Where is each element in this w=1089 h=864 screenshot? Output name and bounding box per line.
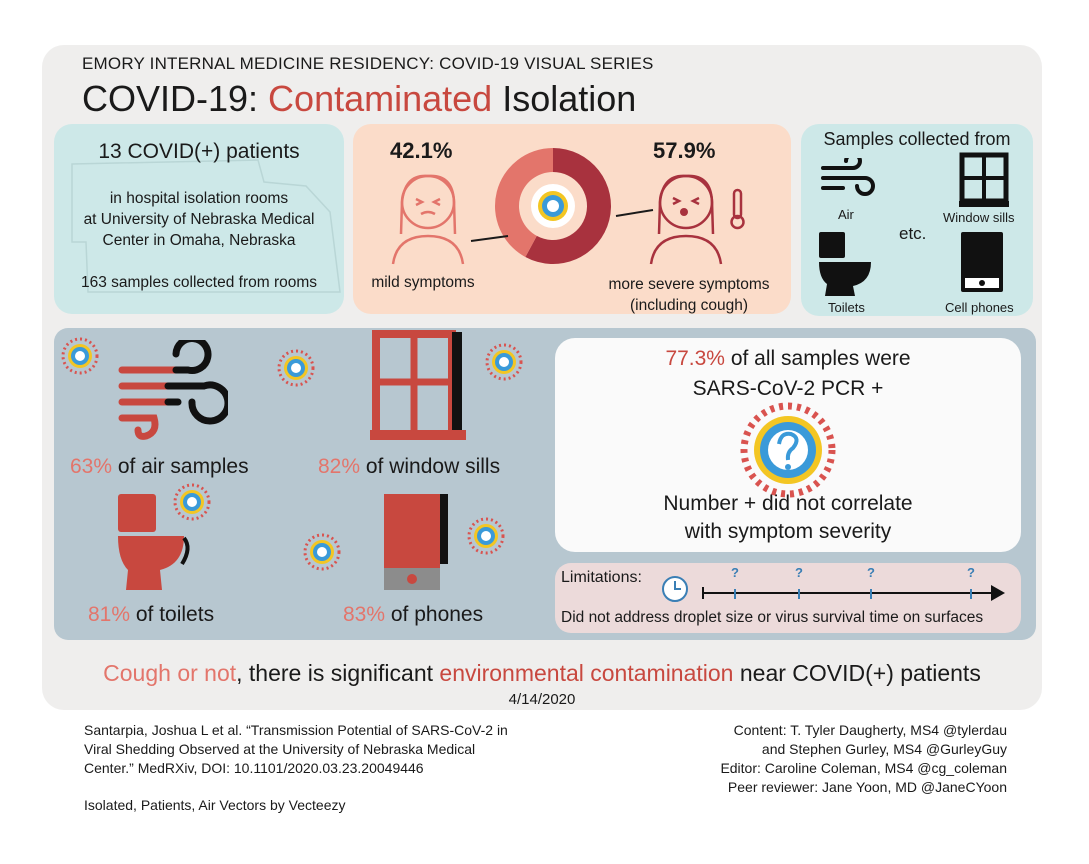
mild-patient-icon xyxy=(391,174,465,265)
mild-label: mild symptoms xyxy=(371,274,475,291)
timeline-arrow xyxy=(702,585,1005,601)
limitations-card: Limitations: ? ? ? ? Did not address dro… xyxy=(555,563,1021,633)
air-icon xyxy=(821,158,875,196)
citation: Santarpia, Joshua L et al. “Transmission… xyxy=(84,722,508,776)
mild-percent: 42.1% xyxy=(390,138,453,163)
mild-leader-line xyxy=(470,235,509,242)
question-mark: ? xyxy=(731,565,739,580)
symptoms-panel: 42.1% 57.9% mild symptoms more xyxy=(353,124,791,314)
severe-label: more severe symptoms(including cough) xyxy=(608,276,770,314)
correlation-text: Number + did not correlate with symptom … xyxy=(663,492,913,543)
limitations-text: Did not address droplet size or virus su… xyxy=(561,609,984,626)
window-label: Window sills xyxy=(943,210,1015,225)
summary-card: 77.3% of all samples were SARS-CoV-2 PCR… xyxy=(555,338,1021,552)
samples-collected-panel: Samples collected from Air Window sills … xyxy=(801,124,1033,316)
toilet-result: 81% of toilets xyxy=(88,603,215,626)
window-icon xyxy=(959,152,1009,207)
severe-patient-icon xyxy=(649,174,745,265)
clock-icon xyxy=(662,576,688,602)
study-panel: 13 COVID(+) patients in hospital isolati… xyxy=(54,124,344,314)
series-title: EMORY INTERNAL MEDICINE RESIDENCY: COVID… xyxy=(82,54,654,73)
date: 4/14/2020 xyxy=(508,691,576,708)
question-mark: ? xyxy=(795,565,803,580)
virus-icon xyxy=(485,343,523,381)
virus-icon xyxy=(531,184,575,228)
window-result: 82% of window sills xyxy=(318,455,501,478)
question-mark: ? xyxy=(867,565,875,580)
question-mark: ? xyxy=(967,565,975,580)
summary-text: 77.3% of all samples were SARS-CoV-2 PCR… xyxy=(665,347,911,400)
air-label: Air xyxy=(838,207,854,222)
phones-label: Cell phones xyxy=(945,300,1014,315)
air-result: 63% of air samples xyxy=(70,455,249,478)
toilet-icon xyxy=(819,232,871,296)
severe-leader-line xyxy=(615,209,654,217)
mild-slice xyxy=(495,148,553,258)
phone-result: 83% of phones xyxy=(343,603,484,626)
symptom-donut-chart xyxy=(470,148,654,264)
large-virus-icon xyxy=(740,402,836,498)
page-title: COVID-19: Contaminated Isolation xyxy=(82,78,637,119)
window-sill-icon xyxy=(370,330,466,440)
samples-count: 163 samples collected from rooms xyxy=(80,274,318,291)
phone-sample-icon xyxy=(384,494,448,590)
toilets-label: Toilets xyxy=(828,300,865,315)
nebraska-map-outline xyxy=(71,159,341,293)
phone-icon xyxy=(961,232,1003,292)
toilet-sample-icon xyxy=(118,494,190,590)
author-credits: Content: T. Tyler Daugherty, MS4 @tylerd… xyxy=(720,722,1007,795)
collected-heading: Samples collected from xyxy=(823,129,1011,149)
virus-icon xyxy=(277,349,315,387)
limitations-label: Limitations: xyxy=(561,569,642,586)
air-sample-icon xyxy=(118,340,228,440)
conclusion: Cough or not, there is significant envir… xyxy=(103,660,981,686)
virus-icon xyxy=(61,337,99,375)
virus-icon xyxy=(467,517,505,555)
etc-label: etc. xyxy=(899,224,927,243)
severe-slice xyxy=(525,148,611,264)
severe-percent: 57.9% xyxy=(653,138,716,163)
vector-credit: Isolated, Patients, Air Vectors by Vecte… xyxy=(84,797,346,813)
patients-count: 13 COVID(+) patients xyxy=(98,140,300,163)
virus-icon xyxy=(303,533,341,571)
